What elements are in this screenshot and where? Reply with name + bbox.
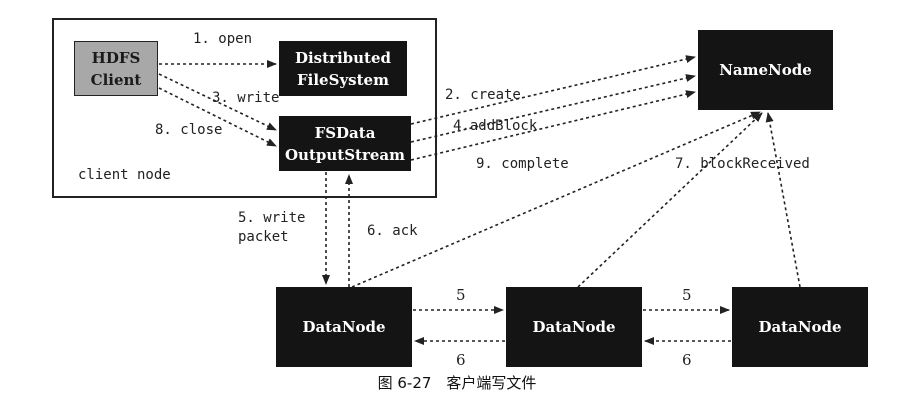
datanode-2: DataNode [506, 287, 642, 367]
client-node-group [52, 18, 437, 198]
edge-block-received-1 [351, 111, 761, 288]
label-pipeline-back-2: 6 [682, 351, 692, 369]
label-pipeline-forward-2: 5 [682, 286, 692, 304]
label-open: 1. open [193, 31, 253, 47]
figure-caption: 图 6-27 客户端写文件 [377, 374, 537, 392]
label-pipeline-forward-1: 5 [456, 286, 466, 304]
edge-create [410, 55, 696, 125]
label-ack: 6. ack [367, 223, 418, 239]
hdfs-client-node: HDFS Client [74, 41, 158, 96]
namenode-node: NameNode [698, 30, 833, 110]
label-close: 8. close [155, 122, 223, 138]
edge-add-block [410, 74, 696, 143]
label-complete: 9. complete [476, 156, 569, 172]
client-node-label: client node [78, 167, 171, 183]
fsdata-outputstream-node: FSData OutputStream [279, 116, 411, 171]
edge-close [158, 87, 277, 147]
label-write: 3. write [212, 90, 280, 106]
edge-complete [410, 90, 696, 161]
label-write-packet: 5. write packet [238, 210, 306, 245]
distributed-filesystem-node: Distributed FileSystem [279, 41, 407, 96]
label-create: 2. create [445, 87, 521, 103]
datanode-1: DataNode [276, 287, 412, 367]
label-block-received: 7. blockReceived [675, 156, 810, 172]
label-add-block: 4.addBlock [453, 118, 538, 134]
edge-block-received-3 [765, 112, 801, 288]
edge-block-received-2 [577, 112, 763, 288]
datanode-3: DataNode [732, 287, 868, 367]
label-pipeline-back-1: 6 [456, 351, 466, 369]
edge-write [158, 73, 277, 131]
